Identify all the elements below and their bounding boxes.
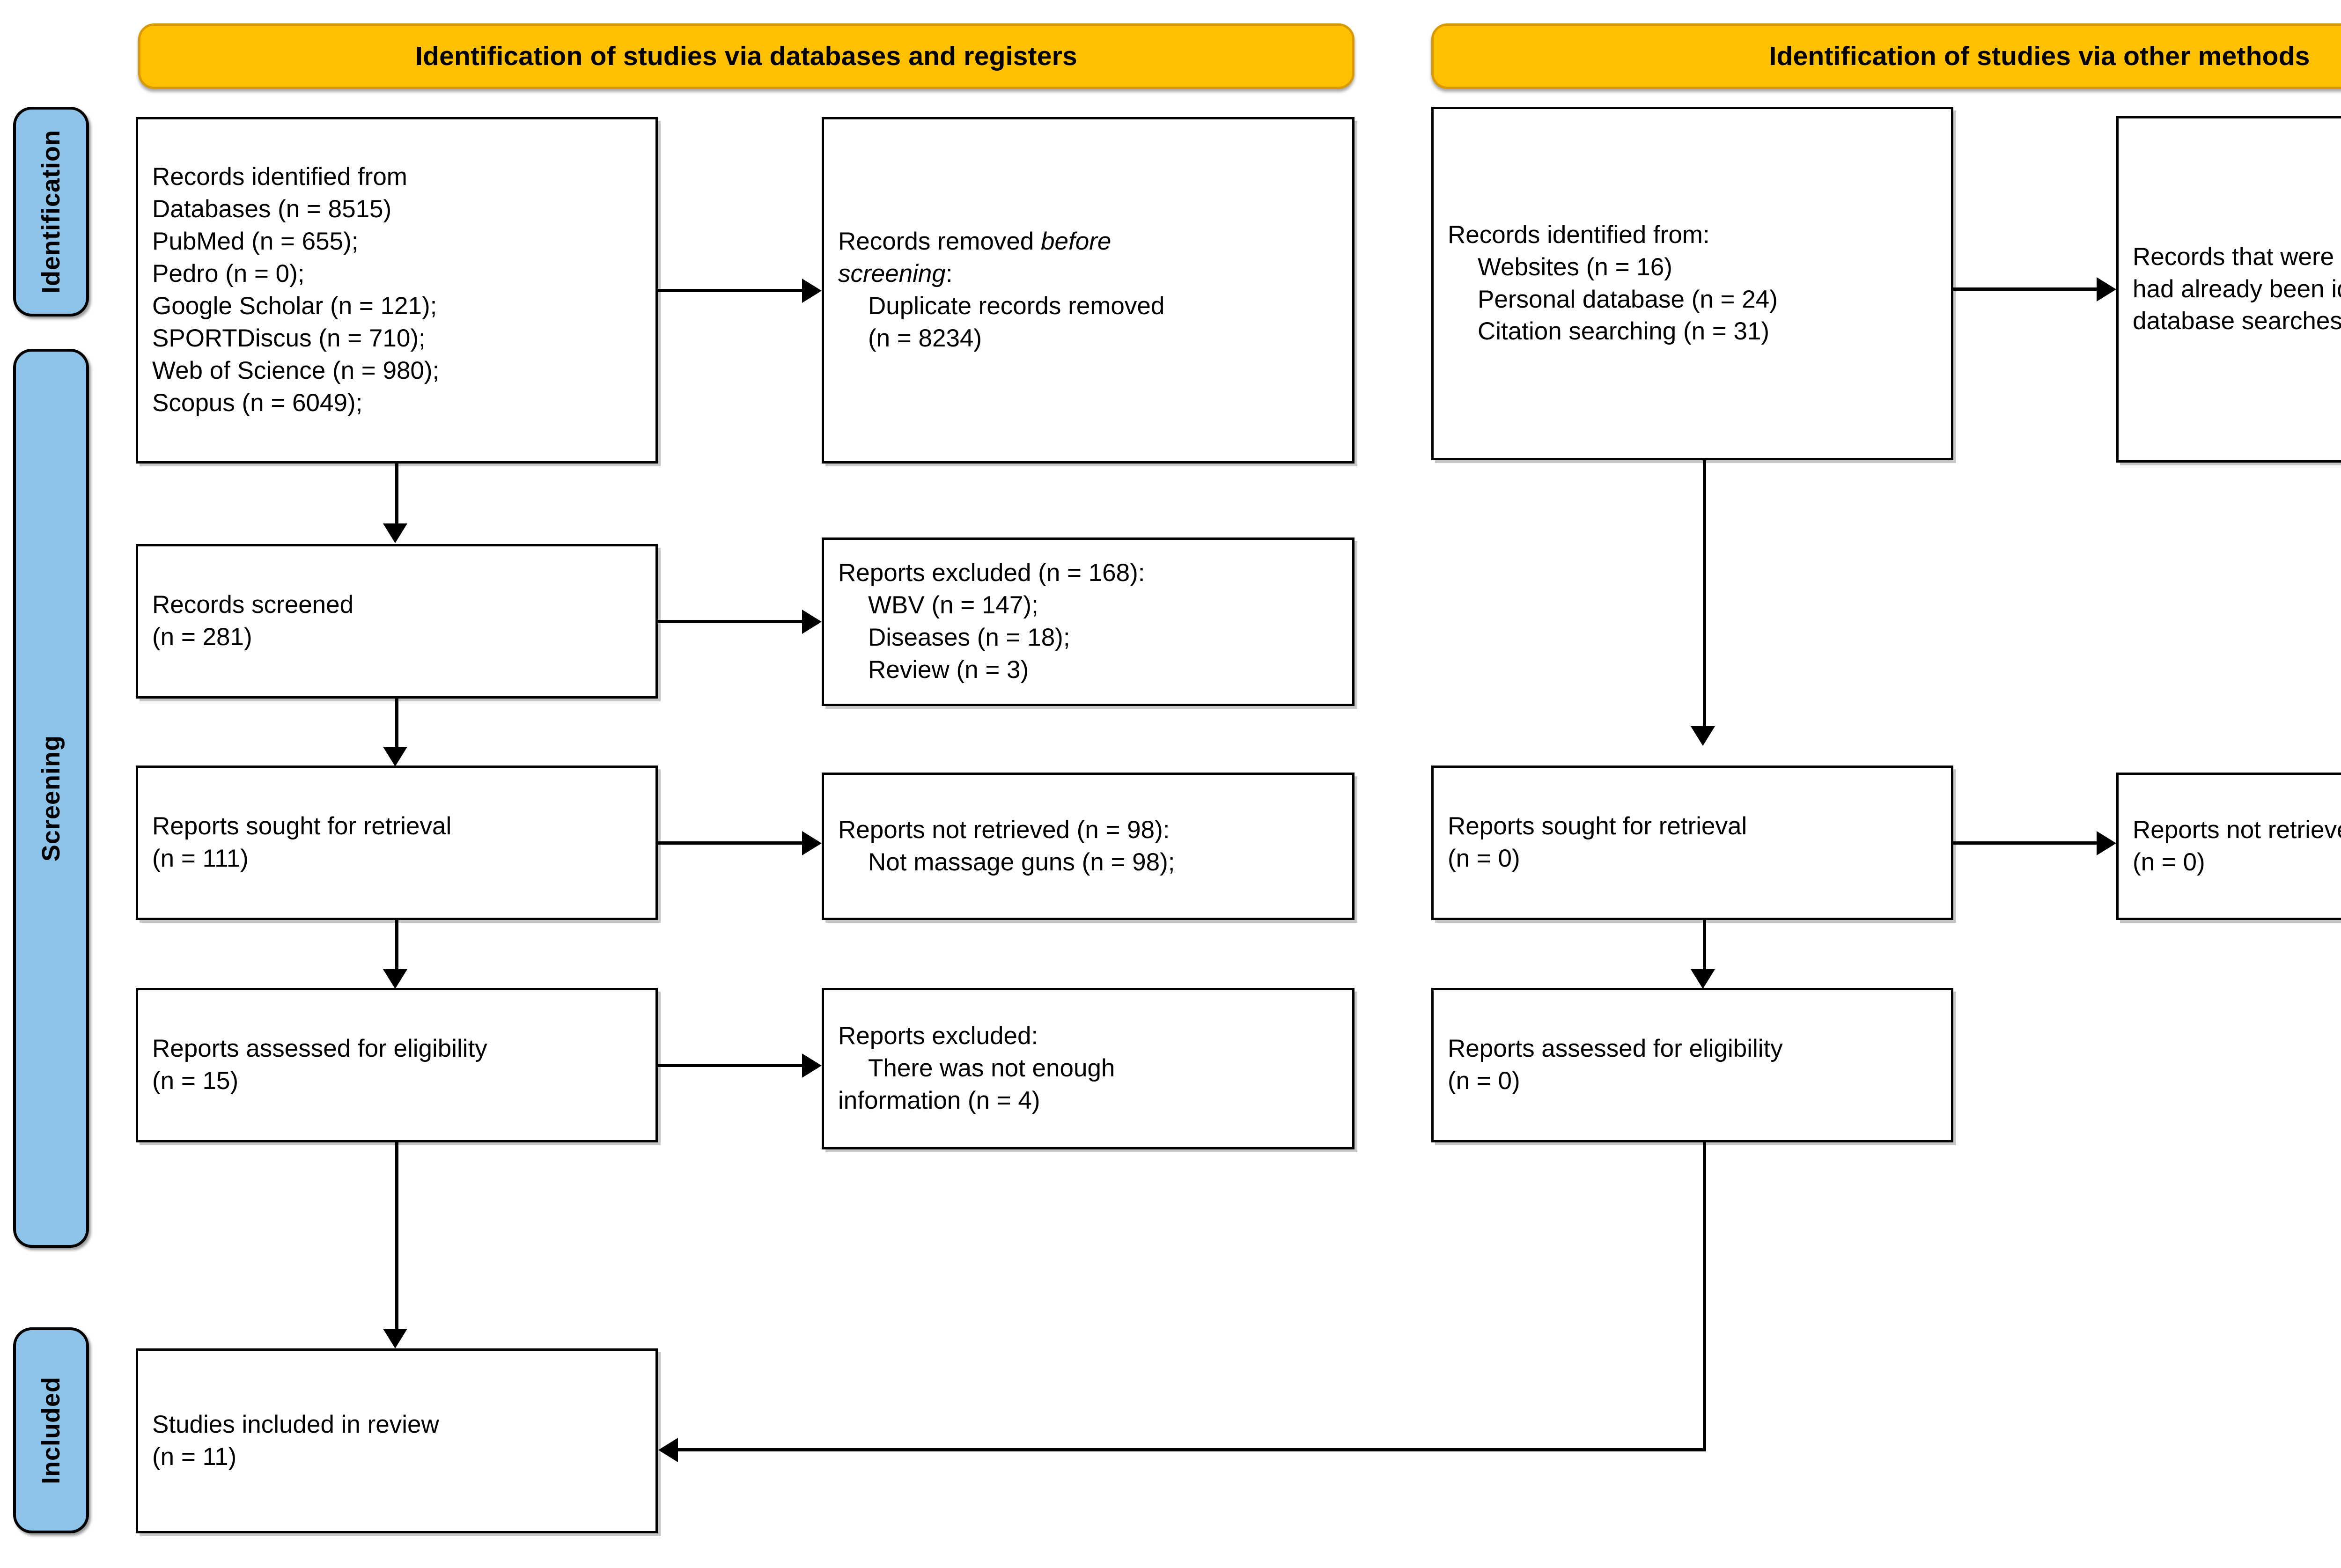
- records-removed-line-4: (n = 8234): [868, 324, 982, 352]
- box-records-duplicated-other: Records that were duplicated or had alre…: [2116, 116, 2341, 463]
- connector-other-identified-to-duplicated: [1953, 287, 2097, 291]
- records-removed-line-3: Duplicate records removed: [868, 292, 1165, 320]
- arrowhead-screened-to-excluded: [802, 610, 822, 634]
- records-identified-other-line-1: Websites (n = 16): [1478, 253, 1672, 281]
- records-identified-line-2: PubMed (n = 655);: [152, 228, 359, 256]
- records-identified-line-5: SPORTDiscus (n = 710);: [152, 324, 426, 352]
- box-reports-excluded-168: Reports excluded (n = 168): WBV (n = 147…: [822, 537, 1355, 706]
- connector-other-sought-to-not-retrieved: [1953, 841, 2097, 845]
- arrowhead-identified-to-screened: [383, 523, 407, 543]
- records-duplicated-other-line-2: database searches (n = 71): [2133, 307, 2341, 335]
- records-screened-line-1: (n = 281): [152, 623, 252, 651]
- stage-tab-screening: Screening: [13, 349, 89, 1248]
- records-duplicated-other-line-1: had already been identified in the: [2133, 275, 2341, 303]
- reports-excluded-168-line-1: WBV (n = 147);: [868, 591, 1038, 619]
- box-reports-sought-right: Reports sought for retrieval (n = 0): [1431, 766, 1953, 920]
- banner-other-methods-label: Identification of studies via other meth…: [1769, 41, 2310, 71]
- connector-other-sought-to-assessed: [1703, 920, 1706, 970]
- records-removed-plain: Records removed: [838, 228, 1041, 256]
- reports-not-retrieved-right-line-0: Reports not retrieved: [2133, 816, 2341, 844]
- connector-identified-to-removed: [658, 289, 802, 292]
- reports-assessed-left-line-1: (n = 15): [152, 1067, 239, 1095]
- records-identified-line-1: Databases (n = 8515): [152, 195, 392, 223]
- studies-included-line-1: (n = 11): [152, 1443, 237, 1471]
- box-records-identified-other: Records identified from: Websites (n = 1…: [1431, 107, 1953, 460]
- records-removed-italic-before: before: [1041, 228, 1112, 256]
- reports-assessed-right-line-0: Reports assessed for eligibility: [1448, 1035, 1783, 1063]
- box-reports-sought-left: Reports sought for retrieval (n = 111): [136, 766, 658, 920]
- banner-databases-registers: Identification of studies via databases …: [138, 23, 1355, 89]
- box-records-identified: Records identified from Databases (n = 8…: [136, 117, 658, 464]
- arrowhead-other-assessed-to-included: [658, 1438, 678, 1462]
- records-removed-italic-screening: screening: [838, 260, 946, 288]
- reports-not-retrieved-left-line-1: Not massage guns (n = 98);: [868, 848, 1175, 876]
- reports-not-retrieved-right-line-1: (n = 0): [2133, 848, 2205, 876]
- arrowhead-assessed-to-included: [383, 1329, 407, 1348]
- arrowhead-other-identified-to-sought: [1691, 726, 1715, 746]
- reports-sought-left-line-1: (n = 111): [152, 845, 249, 872]
- reports-not-retrieved-left-line-0: Reports not retrieved (n = 98):: [838, 816, 1170, 844]
- records-identified-other-line-0: Records identified from:: [1448, 221, 1710, 249]
- connector-other-assessed-elbow-vertical: [1703, 1142, 1706, 1451]
- banner-other-methods: Identification of studies via other meth…: [1431, 23, 2341, 89]
- records-identified-other-line-2: Personal database (n = 24): [1478, 285, 1778, 313]
- records-identified-line-7: Scopus (n = 6049);: [152, 389, 363, 417]
- reports-sought-right-line-0: Reports sought for retrieval: [1448, 812, 1747, 840]
- box-reports-assessed-right: Reports assessed for eligibility (n = 0): [1431, 988, 1953, 1142]
- arrowhead-sought-to-not-retrieved: [802, 831, 822, 855]
- reports-excluded-info-line-1: There was not enough: [868, 1054, 1115, 1082]
- arrowhead-screened-to-sought: [383, 747, 407, 766]
- reports-excluded-168-line-2: Diseases (n = 18);: [868, 624, 1070, 651]
- records-identified-line-4: Google Scholar (n = 121);: [152, 292, 437, 320]
- records-screened-line-0: Records screened: [152, 591, 354, 619]
- reports-assessed-left-line-0: Reports assessed for eligibility: [152, 1035, 487, 1063]
- records-removed-line-1: Records removed before: [838, 226, 1338, 258]
- reports-sought-left-line-0: Reports sought for retrieval: [152, 812, 452, 840]
- connector-assessed-to-included: [395, 1142, 398, 1330]
- studies-included-line-0: Studies included in review: [152, 1410, 439, 1438]
- reports-sought-right-line-1: (n = 0): [1448, 845, 1520, 872]
- records-removed-line-2: screening:: [838, 258, 1338, 290]
- box-reports-not-retrieved-left: Reports not retrieved (n = 98): Not mass…: [822, 773, 1355, 920]
- records-identified-line-6: Web of Science (n = 980);: [152, 356, 440, 384]
- records-identified-line-3: Pedro (n = 0);: [152, 260, 305, 288]
- connector-sought-to-not-retrieved: [658, 841, 802, 845]
- stage-tab-included: Included: [13, 1327, 89, 1533]
- arrowhead-other-identified-to-duplicated: [2097, 277, 2116, 302]
- connector-other-identified-to-sought: [1703, 460, 1706, 727]
- box-reports-assessed-left: Reports assessed for eligibility (n = 15…: [136, 988, 658, 1142]
- records-duplicated-other-line-0: Records that were duplicated or: [2133, 243, 2341, 271]
- arrowhead-identified-to-removed: [802, 279, 822, 303]
- connector-other-assessed-elbow-horizontal: [678, 1448, 1706, 1451]
- arrowhead-other-sought-to-not-retrieved: [2097, 831, 2116, 855]
- arrowhead-other-sought-to-assessed: [1691, 969, 1715, 989]
- stage-tab-screening-label: Screening: [37, 735, 65, 862]
- reports-excluded-info-line-2: information (n = 4): [838, 1086, 1040, 1114]
- box-reports-excluded-not-enough-info: Reports excluded: There was not enough i…: [822, 988, 1355, 1149]
- arrowhead-assessed-to-excluded-info: [802, 1053, 822, 1078]
- records-removed-colon: :: [945, 260, 953, 288]
- records-identified-other-line-3: Citation searching (n = 31): [1478, 317, 1770, 346]
- connector-sought-to-assessed: [395, 920, 398, 970]
- box-reports-not-retrieved-right: Reports not retrieved (n = 0): [2116, 773, 2341, 920]
- banner-databases-label: Identification of studies via databases …: [415, 41, 1077, 71]
- box-studies-included: Studies included in review (n = 11): [136, 1348, 658, 1533]
- connector-screened-to-sought: [395, 699, 398, 748]
- records-identified-line-0: Records identified from: [152, 163, 407, 191]
- reports-assessed-right-line-1: (n = 0): [1448, 1067, 1520, 1095]
- reports-excluded-info-line-0: Reports excluded:: [838, 1022, 1038, 1050]
- arrowhead-sought-to-assessed: [383, 969, 407, 989]
- stage-tab-included-label: Included: [37, 1376, 65, 1484]
- connector-assessed-to-excluded-info: [658, 1064, 802, 1067]
- reports-excluded-168-line-0: Reports excluded (n = 168):: [838, 559, 1145, 587]
- connector-screened-to-excluded: [658, 620, 802, 623]
- reports-excluded-168-line-3: Review (n = 3): [868, 655, 1029, 684]
- box-records-removed-before-screening: Records removed before screening: Duplic…: [822, 117, 1355, 464]
- connector-identified-to-screened: [395, 464, 398, 524]
- box-records-screened: Records screened (n = 281): [136, 544, 658, 699]
- stage-tab-identification-label: Identification: [37, 130, 65, 294]
- stage-tab-identification: Identification: [13, 107, 89, 317]
